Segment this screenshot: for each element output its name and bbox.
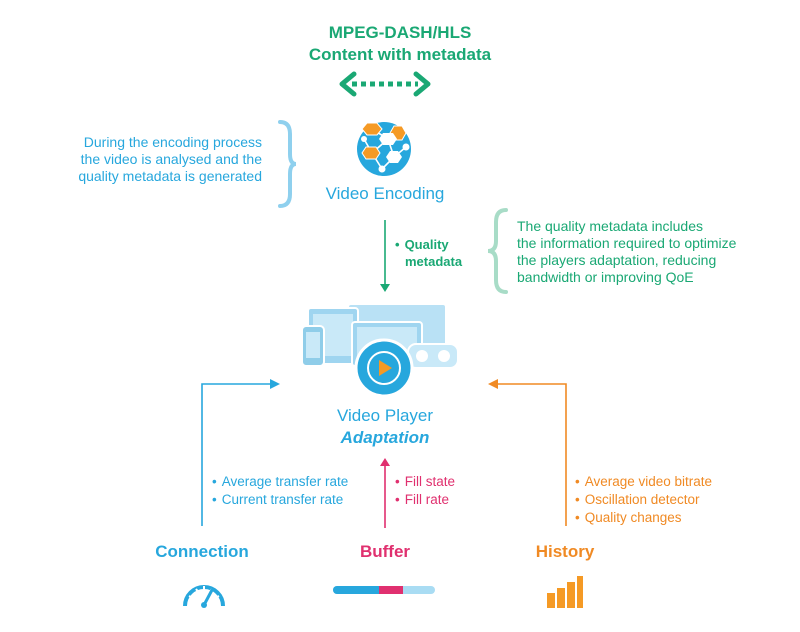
buffer-arrow: [380, 458, 390, 528]
encoding-note-line: the video is analysed and the: [80, 151, 262, 167]
quality-metadata-note-line: the information required to optimize: [517, 235, 737, 251]
buffer-metrics: Fill state Fill rate: [395, 473, 455, 509]
encoding-label: Video Encoding: [325, 184, 445, 203]
buffer-bar-icon: [333, 586, 435, 594]
quality-metadata-note: The quality metadata includes the inform…: [517, 218, 736, 286]
double-arrow-icon: [339, 71, 431, 97]
quality-metadata-note-line: bandwidth or improving QoE: [517, 269, 694, 285]
metadata-arrow: [380, 220, 390, 292]
encoding-brace: [278, 120, 297, 208]
devices-play-icon: [301, 303, 459, 398]
quality-metadata-label-line1: Quality: [395, 236, 462, 253]
quality-metadata-label-line2: metadata: [405, 254, 463, 269]
quality-metadata-note-line: the players adaptation, reducing: [517, 252, 717, 268]
player-label-line2: Adaptation: [340, 428, 430, 447]
buffer-label: Buffer: [359, 542, 411, 561]
encoding-note-line: During the encoding process: [83, 134, 262, 150]
network-hexagon-icon: [357, 122, 411, 176]
encoding-note: During the encoding process the video is…: [78, 134, 262, 185]
transport-title-line1: MPEG-DASH/HLS: [328, 23, 472, 42]
history-arrow: [488, 379, 567, 526]
connection-metric: Current transfer rate: [212, 491, 348, 509]
history-metric: Oscillation detector: [575, 491, 712, 509]
transport-title: MPEG-DASH/HLS Content with metadata: [250, 22, 550, 66]
connection-label: Connection: [155, 542, 249, 561]
quality-metadata-note-line: The quality metadata includes: [517, 218, 703, 234]
history-metric: Average video bitrate: [575, 473, 712, 491]
encoding-note-line: quality metadata is generated: [78, 168, 262, 184]
metadata-brace: [487, 208, 508, 294]
quality-metadata-label: Quality metadata: [395, 236, 463, 270]
player-label-line1: Video Player: [336, 406, 434, 425]
connection-arrow: [201, 379, 280, 526]
connection-metric: Average transfer rate: [212, 473, 349, 491]
history-label: History: [535, 542, 595, 561]
player-label: Video Player Adaptation: [300, 405, 470, 449]
history-metrics: Average video bitrate Oscillation detect…: [575, 473, 712, 527]
connection-metrics: Average transfer rate Current transfer r…: [212, 473, 349, 509]
transport-title-line2: Content with metadata: [308, 45, 492, 64]
buffer-metric: Fill state: [395, 473, 455, 491]
bar-chart-icon: [547, 576, 583, 608]
history-metric: Quality changes: [575, 509, 712, 527]
speedometer-icon: [183, 585, 225, 608]
buffer-metric: Fill rate: [395, 491, 455, 509]
